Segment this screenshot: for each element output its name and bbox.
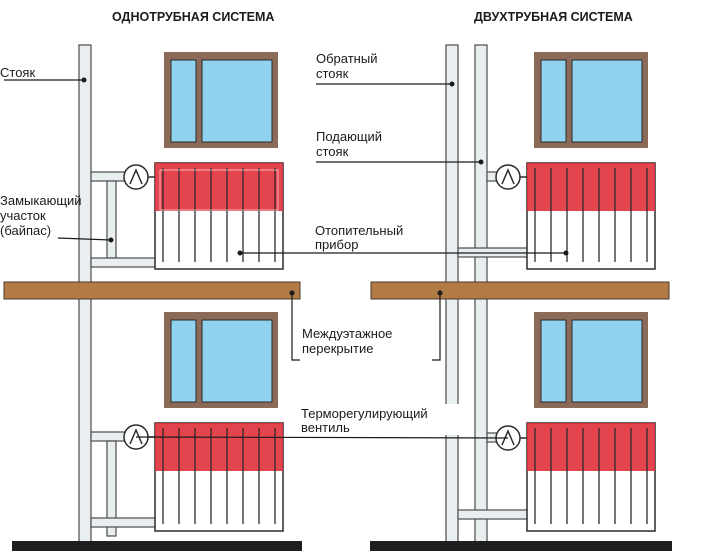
floor-slab [370,281,670,300]
label-return-riser-line2: стояк [316,66,349,81]
label-valve-line2: вентиль [301,420,350,435]
bypass-pipe-upper [106,180,117,259]
radiator-icon [526,162,656,270]
return-branch-lower [457,509,531,520]
label-supply-riser-line2: стояк [316,144,349,159]
leader-lines [4,79,566,439]
leader-dots [81,77,569,296]
title-two-pipe: ДВУХТРУБНАЯ СИСТЕМА [474,10,633,24]
label-floor-line1: Междуэтажное [302,326,392,341]
thermostatic-valve-icon [495,164,527,190]
label-return-riser-line1: Обратный [316,51,377,66]
label-floor-line2: перекрытие [302,341,373,356]
radiator-icon [154,422,284,532]
floor-slab [3,281,301,300]
return-branch-lower [90,517,157,528]
thermostatic-valve-icon [123,164,155,190]
label-heater-line1: Отопительный [315,223,403,238]
window-icon [164,52,278,148]
ground-floor [370,541,672,551]
bypass-pipe-lower [106,440,117,537]
label-riser: Стояк [0,65,35,80]
ground-floor [12,541,302,551]
title-single-pipe: ОДНОТРУБНАЯ СИСТЕМА [112,10,274,24]
single-pipe-system [3,44,302,551]
label-valve-line1: Терморегулирующий [301,406,428,421]
label-bypass-line3: (байпас) [0,223,51,238]
label-supply-riser-line1: Подающий [316,129,382,144]
radiator-icon [526,422,656,532]
label-bypass-line2: участок [0,208,46,223]
window-icon [534,52,648,148]
label-heater-line2: прибор [315,237,358,252]
return-branch-upper [90,257,157,268]
radiator-icon [154,162,284,270]
window-icon [534,312,648,408]
window-icon [164,312,278,408]
two-pipe-system [370,44,672,551]
label-bypass-line1: Замыкающий [0,193,82,208]
label-backgrounds [300,49,460,435]
